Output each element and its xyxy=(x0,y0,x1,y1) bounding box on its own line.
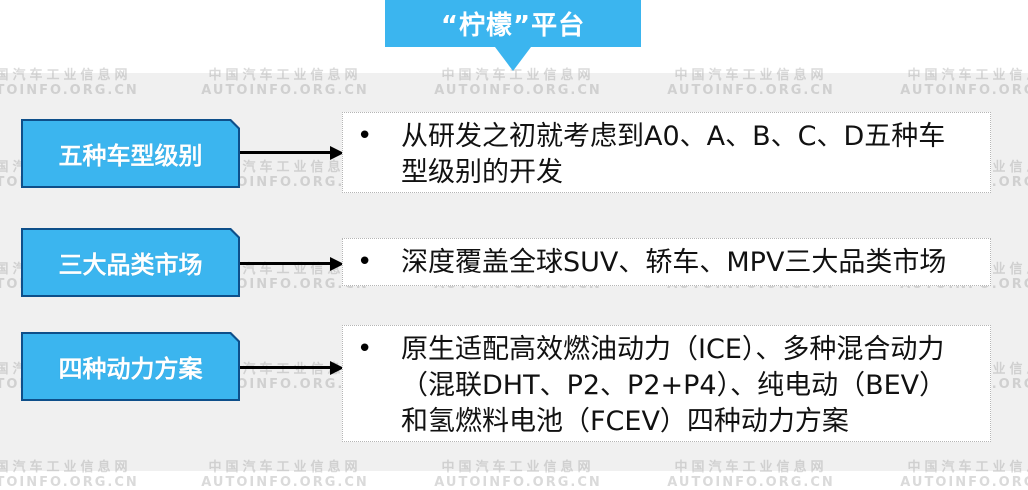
content-line: 从研发之初就考虑到A0、A、B、C、D五种车 xyxy=(401,121,946,152)
label-text: 四种动力方案 xyxy=(23,334,238,399)
content-text: 原生适配高效燃油动力（ICE）、多种混合动力 （混联DHT、P2、P2+P4）、… xyxy=(401,332,980,440)
right-arrow-icon xyxy=(330,146,344,160)
down-arrow-icon xyxy=(495,47,531,71)
bullet-icon: • xyxy=(357,247,373,277)
bullet-icon: • xyxy=(357,334,373,364)
content-line: 深度覆盖全球SUV、轿车、MPV三大品类市场 xyxy=(401,247,947,278)
bullet-icon: • xyxy=(357,121,373,151)
label-box-product-markets: 三大品类市场 xyxy=(21,228,240,297)
platform-title-banner: “柠檬”平台 xyxy=(385,0,641,47)
content-box-product-markets: • 深度覆盖全球SUV、轿车、MPV三大品类市场 xyxy=(342,238,991,286)
connector-arrow-line xyxy=(240,262,332,265)
connector-arrow-line xyxy=(240,366,332,369)
content-line: 型级别的开发 xyxy=(401,157,563,188)
right-arrow-icon xyxy=(330,361,344,375)
label-box-vehicle-classes: 五种车型级别 xyxy=(21,119,240,188)
content-box-powertrain-options: • 原生适配高效燃油动力（ICE）、多种混合动力 （混联DHT、P2、P2+P4… xyxy=(342,325,991,442)
content-line: 和氢燃料电池（FCEV）四种动力方案 xyxy=(401,406,849,437)
content-box-vehicle-classes: • 从研发之初就考虑到A0、A、B、C、D五种车 型级别的开发 xyxy=(342,112,991,193)
label-text: 三大品类市场 xyxy=(23,230,238,295)
connector-arrow-line xyxy=(240,151,332,154)
label-text: 五种车型级别 xyxy=(23,121,238,186)
label-box-powertrain-options: 四种动力方案 xyxy=(21,332,240,401)
content-text: 从研发之初就考虑到A0、A、B、C、D五种车 型级别的开发 xyxy=(401,119,980,191)
content-text: 深度覆盖全球SUV、轿车、MPV三大品类市场 xyxy=(401,245,980,281)
platform-title: “柠檬”平台 xyxy=(440,11,586,41)
right-arrow-icon xyxy=(330,257,344,271)
content-line: （混联DHT、P2、P2+P4）、纯电动（BEV） xyxy=(401,370,947,401)
content-line: 原生适配高效燃油动力（ICE）、多种混合动力 xyxy=(401,334,945,365)
